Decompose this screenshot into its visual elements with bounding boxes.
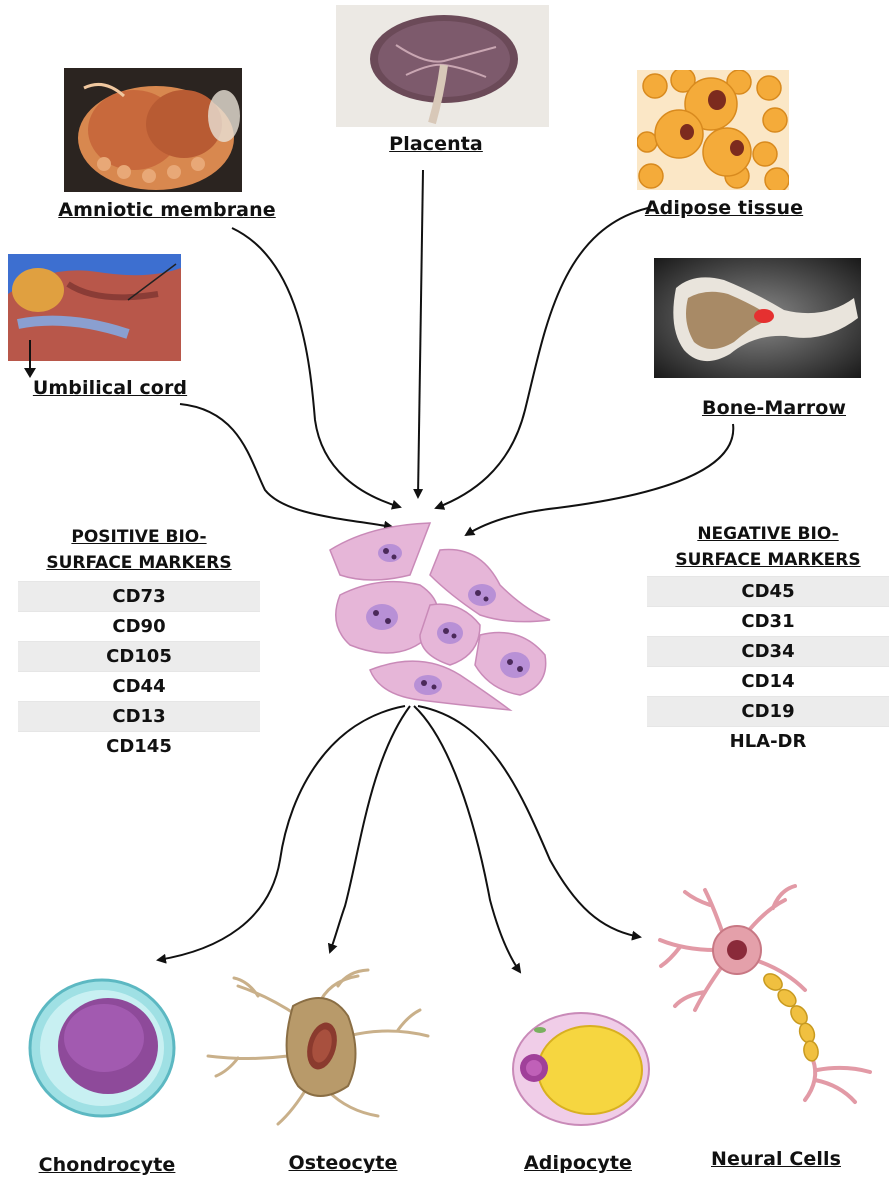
arrow-msc-to-neural: [418, 706, 640, 937]
positive-marker-row: CD145: [18, 731, 260, 761]
umbilical-pointer-arrow: [20, 340, 40, 380]
negative-marker-row: CD34: [647, 636, 889, 666]
positive-marker-row: CD13: [18, 701, 260, 731]
label-adipocyte: Adipocyte: [524, 1152, 632, 1174]
positive-marker-row: CD73: [18, 581, 260, 611]
label-adipose-tissue: Adipose tissue: [645, 197, 803, 219]
neural-cell-image: [655, 880, 880, 1105]
arrow-placenta-to-msc: [418, 170, 423, 497]
label-bone-marrow: Bone-Marrow: [702, 397, 846, 419]
bone-marrow-image: [654, 258, 861, 378]
negative-marker-row: CD31: [647, 606, 889, 636]
negative-marker-row: CD14: [647, 666, 889, 696]
arrow-amniotic-to-msc: [232, 228, 400, 507]
osteocyte-image: [198, 966, 440, 1126]
mesenchymal-stem-cells-image: [310, 515, 560, 715]
positive-marker-row: CD44: [18, 671, 260, 701]
label-placenta: Placenta: [389, 133, 483, 155]
adipose-tissue-image: [637, 70, 789, 190]
chondrocyte-image: [24, 972, 184, 1120]
label-osteocyte: Osteocyte: [289, 1152, 398, 1174]
adipocyte-image: [510, 1010, 652, 1128]
label-amniotic-membrane: Amniotic membrane: [58, 199, 275, 221]
negative-marker-row: HLA-DR: [647, 726, 889, 756]
positive-marker-row: CD90: [18, 611, 260, 641]
positive-markers-title: POSITIVE BIO- SURFACE MARKERS: [18, 524, 260, 576]
positive-marker-row: CD105: [18, 641, 260, 671]
negative-marker-row: CD19: [647, 696, 889, 726]
placenta-image: [336, 5, 549, 127]
arrow-msc-to-osteocyte: [330, 706, 410, 952]
arrow-msc-to-adipocyte: [414, 706, 520, 972]
label-neural-cells: Neural Cells: [711, 1148, 841, 1170]
amniotic-membrane-image: [64, 68, 242, 192]
negative-marker-row: CD45: [647, 576, 889, 606]
arrow-umbilical-to-msc: [180, 404, 392, 527]
label-umbilical-cord: Umbilical cord: [33, 377, 187, 399]
label-chondrocyte: Chondrocyte: [39, 1154, 176, 1176]
negative-markers-title: NEGATIVE BIO- SURFACE MARKERS: [647, 521, 889, 573]
arrow-adipose-to-msc: [436, 208, 648, 508]
